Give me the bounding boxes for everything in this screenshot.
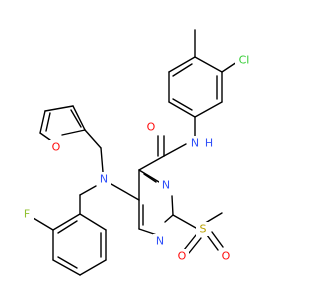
carbonyl-oxygen: O — [144, 120, 158, 134]
atom-o-s1: O — [178, 250, 187, 263]
atom-n-amide: N — [191, 137, 199, 150]
atom-n-amine: N — [100, 173, 108, 186]
fluorine-atom: F — [20, 207, 34, 221]
atom-n-pyr1: N — [156, 235, 164, 248]
atom-n-pyr3: N — [162, 179, 170, 192]
sulfur-atom: S — [196, 222, 210, 236]
atom-labels: Cl N H O O N N N S — [20, 53, 253, 263]
atom-o-s2: O — [222, 250, 231, 263]
sulfonyl-oxygen-1: O — [175, 249, 189, 263]
bond-lines — [32, 29, 238, 276]
atom-h-amide: H — [205, 137, 213, 150]
molecule-canvas: Cl N H O O N N N S — [20, 29, 253, 276]
sulfonyl-oxygen-2: O — [219, 249, 233, 263]
amide-nitrogen: N H — [188, 136, 213, 150]
atom-o-furan: O — [52, 141, 61, 154]
pyrimidine-nitrogen-3: N — [159, 178, 173, 192]
furan-oxygen: O — [49, 140, 63, 154]
atom-cl: Cl — [239, 54, 250, 67]
structure-svg: Cl N H O O N N N S — [20, 29, 253, 276]
atom-f: F — [24, 208, 30, 221]
chlorine-atom: Cl — [235, 53, 253, 67]
pyrimidine-nitrogen-1: N — [153, 234, 167, 248]
atom-s: S — [200, 223, 207, 236]
amine-nitrogen: N — [97, 172, 111, 186]
atom-o-carbonyl: O — [147, 121, 156, 134]
